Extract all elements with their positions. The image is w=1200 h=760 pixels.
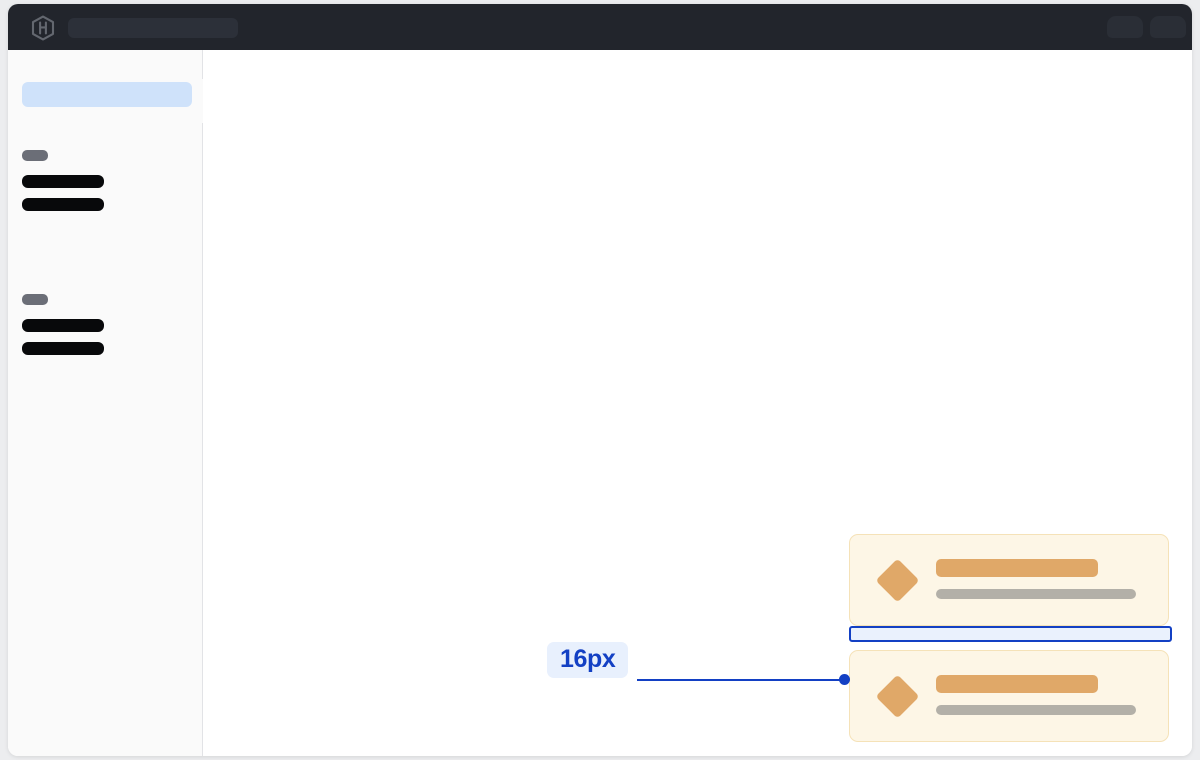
toast-title bbox=[936, 559, 1098, 577]
hashicorp-hexagon-logo[interactable] bbox=[30, 15, 56, 41]
diamond-icon bbox=[875, 674, 920, 719]
sidebar-group-2 bbox=[22, 294, 182, 365]
diamond-icon bbox=[875, 558, 920, 603]
topbar-action-b-button[interactable] bbox=[1150, 16, 1186, 38]
sidebar-item-2-1[interactable] bbox=[22, 319, 104, 332]
measurement-leader-dot bbox=[839, 674, 850, 685]
sidebar-selected-item[interactable] bbox=[22, 82, 192, 107]
toast-title bbox=[936, 675, 1098, 693]
measurement-leader-line bbox=[637, 679, 843, 681]
sidebar-item-1-2[interactable] bbox=[22, 198, 104, 211]
toast-card[interactable] bbox=[849, 534, 1169, 626]
topbar-action-a-button[interactable] bbox=[1107, 16, 1143, 38]
top-navigation-bar bbox=[8, 4, 1192, 50]
sidebar-group-2-label bbox=[22, 294, 48, 305]
toast-card[interactable] bbox=[849, 650, 1169, 742]
main-content-canvas: 16px bbox=[203, 50, 1192, 756]
search-input[interactable] bbox=[68, 18, 238, 38]
sidebar-item-1-1[interactable] bbox=[22, 175, 104, 188]
sidebar bbox=[8, 50, 203, 756]
measurement-value-label: 16px bbox=[547, 642, 629, 679]
notification-toast-stack bbox=[849, 534, 1172, 742]
sidebar-item-2-2[interactable] bbox=[22, 342, 104, 355]
app-window: 16px bbox=[8, 4, 1192, 756]
toast-body bbox=[936, 589, 1136, 599]
sidebar-group-1-label bbox=[22, 150, 48, 161]
gap-measurement-highlight bbox=[849, 626, 1172, 642]
toast-body bbox=[936, 705, 1136, 715]
sidebar-group-1 bbox=[22, 150, 182, 221]
